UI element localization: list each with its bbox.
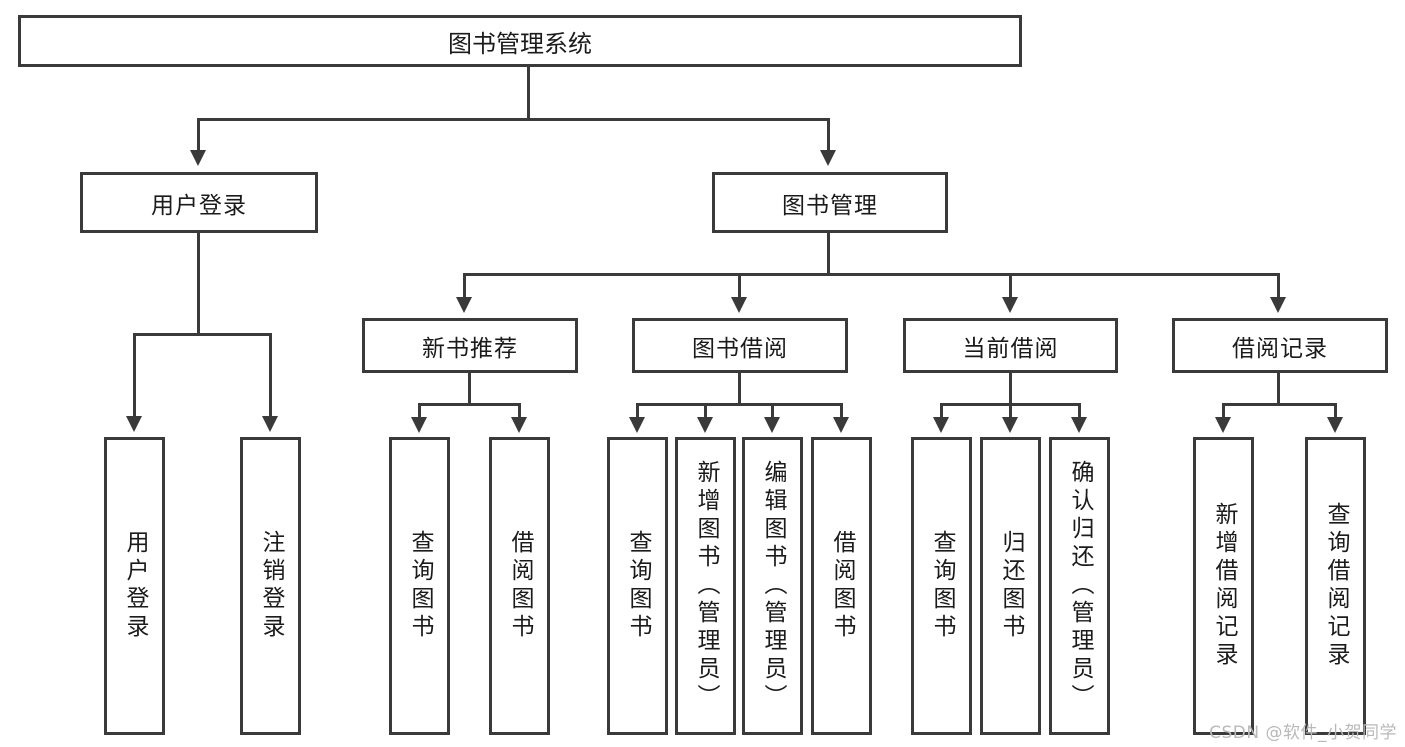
node-label: 当前借阅 [962, 335, 1059, 362]
node-label: 归还图书 [998, 530, 1024, 642]
connector-borrow-child-4 [840, 403, 843, 419]
arrowhead-to-records [1270, 297, 1286, 313]
arrowhead-leaf-3 [411, 417, 427, 433]
node-label: 编辑图书（管理员） [760, 460, 786, 712]
node-label: 图书管理 [782, 192, 878, 219]
node-label: 注销登录 [258, 530, 284, 642]
connector-records-child-2 [1334, 403, 1337, 419]
connector-borrow-stem [738, 373, 741, 405]
node-label: 借阅图书 [829, 530, 855, 642]
node-label: 图书管理系统 [448, 29, 592, 58]
arrowhead-leaf-6 [697, 417, 713, 433]
connector-login-stem [197, 233, 200, 333]
arrowhead-to-bookmgmt [820, 150, 836, 166]
node-book-borrow[interactable]: 图书借阅 [632, 318, 848, 373]
node-label: 新增借阅记录 [1211, 502, 1237, 670]
arrowhead-to-login [190, 150, 206, 166]
leaf-query-book-newbooks[interactable]: 查询图书 [389, 437, 450, 735]
node-label: 新书推荐 [422, 335, 518, 362]
node-label: 新增图书（管理员） [693, 460, 719, 712]
node-root-system[interactable]: 图书管理系统 [18, 15, 1022, 67]
connector-bookmgmt-to-borrow [738, 273, 741, 299]
connector-records-stem [1277, 373, 1280, 405]
node-user-login[interactable]: 用户登录 [80, 172, 318, 233]
arrowhead-leaf-10 [1002, 417, 1018, 433]
arrowhead-to-newbooks [456, 297, 472, 313]
node-label: 用户登录 [151, 192, 247, 219]
connector-login-child-2 [269, 333, 272, 418]
leaf-query-book-borrow[interactable]: 查询图书 [607, 437, 668, 735]
connector-bookmgmt-to-newbooks [463, 273, 466, 299]
connector-login-child-1 [133, 333, 136, 418]
arrowhead-leaf-13 [1327, 417, 1343, 433]
node-label: 查询借阅记录 [1323, 502, 1349, 670]
node-label: 借阅图书 [507, 530, 533, 642]
connector-root-to-bookmgmt [827, 118, 830, 152]
node-label: 查询图书 [625, 530, 651, 642]
node-new-book-recommend[interactable]: 新书推荐 [362, 318, 578, 373]
arrowhead-leaf-9 [933, 417, 949, 433]
node-current-borrow[interactable]: 当前借阅 [903, 318, 1118, 373]
connector-bookmgmt-stem [827, 233, 830, 275]
arrowhead-to-current [1002, 297, 1018, 313]
connector-borrow-bar [636, 403, 843, 406]
connector-login-bar [133, 333, 272, 336]
leaf-add-borrow-record[interactable]: 新增借阅记录 [1193, 437, 1254, 735]
leaf-user-login[interactable]: 用户登录 [104, 437, 165, 735]
node-label: 查询图书 [407, 530, 433, 642]
connector-newbooks-bar [418, 403, 521, 406]
node-label: 用户登录 [122, 530, 148, 642]
connector-bookmgmt-bar [463, 273, 1280, 276]
node-label: 查询图书 [929, 530, 955, 642]
connector-newbooks-child-1 [418, 403, 421, 419]
connector-records-bar [1222, 403, 1337, 406]
arrowhead-leaf-5 [629, 417, 645, 433]
connector-newbooks-child-2 [518, 403, 521, 419]
arrowhead-leaf-11 [1071, 417, 1087, 433]
connector-newbooks-stem [468, 373, 471, 405]
node-borrow-records[interactable]: 借阅记录 [1172, 318, 1388, 373]
arrowhead-to-borrow [731, 297, 747, 313]
leaf-query-borrow-record[interactable]: 查询借阅记录 [1305, 437, 1366, 735]
connector-root-to-login [197, 118, 200, 152]
leaf-query-book-current[interactable]: 查询图书 [911, 437, 972, 735]
connector-current-stem [1009, 373, 1012, 405]
connector-current-child-2 [1009, 403, 1012, 419]
arrowhead-leaf-12 [1215, 417, 1231, 433]
connector-current-child-1 [940, 403, 943, 419]
arrowhead-leaf-2 [262, 416, 278, 432]
node-label: 借阅记录 [1232, 335, 1328, 362]
connector-current-child-3 [1078, 403, 1081, 419]
connector-bookmgmt-to-records [1277, 273, 1280, 299]
connector-borrow-child-3 [771, 403, 774, 419]
connector-borrow-child-1 [636, 403, 639, 419]
leaf-borrow-book[interactable]: 借阅图书 [811, 437, 872, 735]
connector-bookmgmt-to-current [1009, 273, 1012, 299]
arrowhead-leaf-4 [511, 417, 527, 433]
connector-root-stem [527, 67, 530, 118]
connector-records-child-1 [1222, 403, 1225, 419]
arrowhead-leaf-7 [764, 417, 780, 433]
leaf-edit-book-admin[interactable]: 编辑图书（管理员） [742, 437, 803, 735]
leaf-borrow-book-newbooks[interactable]: 借阅图书 [489, 437, 550, 735]
node-label: 确认归还（管理员） [1067, 460, 1093, 712]
leaf-confirm-return-admin[interactable]: 确认归还（管理员） [1049, 437, 1110, 735]
leaf-return-book[interactable]: 归还图书 [980, 437, 1041, 735]
arrowhead-leaf-1 [126, 416, 142, 432]
arrowhead-leaf-8 [833, 417, 849, 433]
node-label: 图书借阅 [692, 335, 788, 362]
node-book-management[interactable]: 图书管理 [712, 172, 948, 233]
connector-root-bar [197, 118, 830, 121]
connector-borrow-child-2 [704, 403, 707, 419]
leaf-add-book-admin[interactable]: 新增图书（管理员） [675, 437, 736, 735]
leaf-logout[interactable]: 注销登录 [240, 437, 301, 735]
